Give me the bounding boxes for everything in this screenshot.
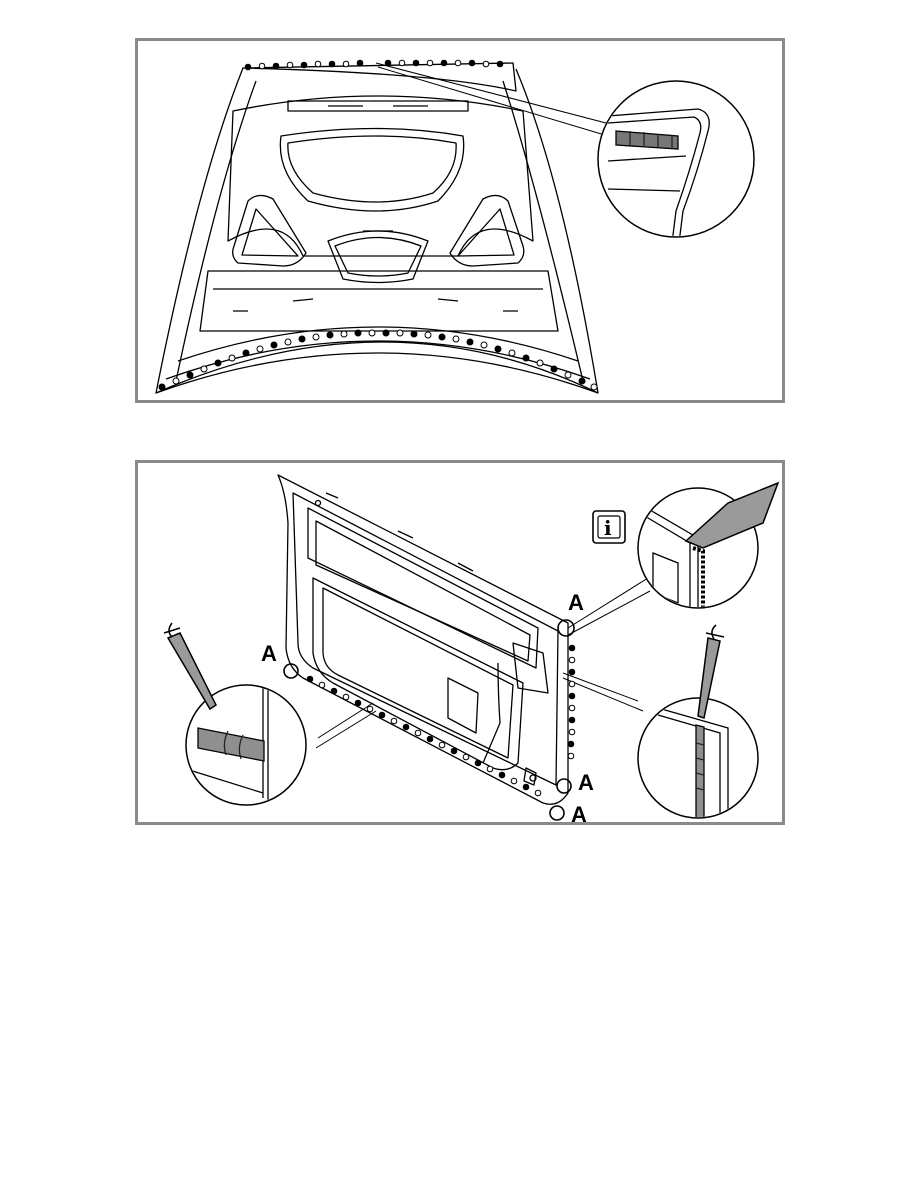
hood-figure bbox=[135, 38, 785, 403]
callout-label-a1: A bbox=[261, 641, 277, 666]
hood-body bbox=[155, 67, 599, 394]
door-detail-right bbox=[637, 624, 759, 819]
hood-diagram bbox=[155, 59, 755, 394]
callout-marker-a3 bbox=[556, 778, 572, 794]
door-bottom-sealant-beads bbox=[306, 675, 542, 797]
callout-label-a2: A bbox=[568, 590, 584, 615]
hood-outline bbox=[242, 62, 517, 92]
door-figure: A A A A i bbox=[135, 460, 785, 825]
callout-label-a4: A bbox=[571, 802, 587, 822]
door-diagram: A A A A i bbox=[163, 474, 780, 822]
callout-marker-a4 bbox=[549, 805, 565, 821]
door-right-sealant-beads bbox=[567, 644, 576, 760]
info-icon-glyph: i bbox=[604, 516, 612, 540]
hood-top-sealant-beads bbox=[244, 59, 504, 71]
info-icon: i bbox=[592, 510, 626, 544]
sealant-cartridge-icon-left bbox=[166, 632, 217, 711]
door-leader-right bbox=[562, 672, 644, 712]
door-detail-left bbox=[163, 622, 307, 806]
hood-detail-magnifier bbox=[597, 80, 755, 238]
spatula-icon bbox=[684, 481, 780, 549]
callout-marker-a2 bbox=[557, 619, 575, 637]
hood-center-opening bbox=[279, 127, 465, 212]
callout-marker-a1 bbox=[283, 663, 299, 679]
door-outline bbox=[277, 474, 569, 805]
sealant-cartridge-icon-right bbox=[697, 637, 721, 719]
door-leader-left bbox=[315, 702, 377, 749]
door-leader-top-right bbox=[567, 577, 651, 636]
hood-leader-line bbox=[375, 62, 607, 124]
callout-label-a3: A bbox=[578, 770, 594, 795]
door-detail-top-right bbox=[637, 481, 780, 609]
hood-front-sealant-beads bbox=[158, 329, 598, 391]
